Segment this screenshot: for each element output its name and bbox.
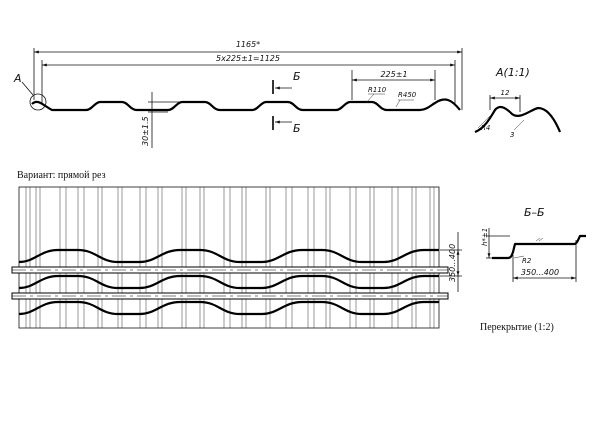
detail-mark: A: [13, 72, 22, 85]
tile-profile: [31, 98, 461, 112]
detail-width: 12: [501, 89, 510, 97]
detail-depth: 3: [510, 131, 514, 139]
plan-overlap-dim: 350...400: [448, 244, 457, 282]
section-mark-top: Б: [293, 70, 301, 83]
overlap-label: Перекрытие (1:2): [480, 322, 554, 333]
profile-view: 1165* 5x225±1=1125 225±1 A 30±1.5 Б Б R1: [13, 40, 463, 148]
dim-r-large: R450: [398, 91, 417, 99]
detail-profile: [474, 105, 562, 134]
dim-total-width: 1165*: [236, 40, 260, 49]
vertical-ribs: [25, 187, 435, 328]
section-step: 350...400: [521, 268, 559, 277]
detail-a-view: A(1:1) 12 R4 3: [474, 66, 562, 139]
section-radius: R2: [522, 257, 532, 265]
detail-title: A(1:1): [495, 66, 530, 79]
section-profile: [492, 234, 586, 260]
overlap-bands: [11, 266, 449, 300]
section-view: Б–Б h*±1 R2 350...400: [481, 206, 586, 282]
plan-view: 350...400: [11, 186, 462, 329]
step-wave-rows: [18, 248, 439, 316]
variant-label: Вариант: прямой рез: [17, 170, 106, 181]
dim-pitch-total: 5x225±1=1125: [216, 54, 280, 63]
dim-pitch: 225±1: [380, 70, 407, 79]
detail-radius: R4: [481, 124, 490, 132]
section-height: h*±1: [481, 228, 489, 246]
plan-outline: [18, 186, 440, 329]
detail-circle-a: [29, 93, 47, 111]
section-title: Б–Б: [524, 206, 545, 219]
dim-height: 30±1.5: [141, 116, 150, 146]
section-mark-bottom: Б: [293, 122, 301, 135]
dim-r-small: R110: [368, 86, 387, 94]
